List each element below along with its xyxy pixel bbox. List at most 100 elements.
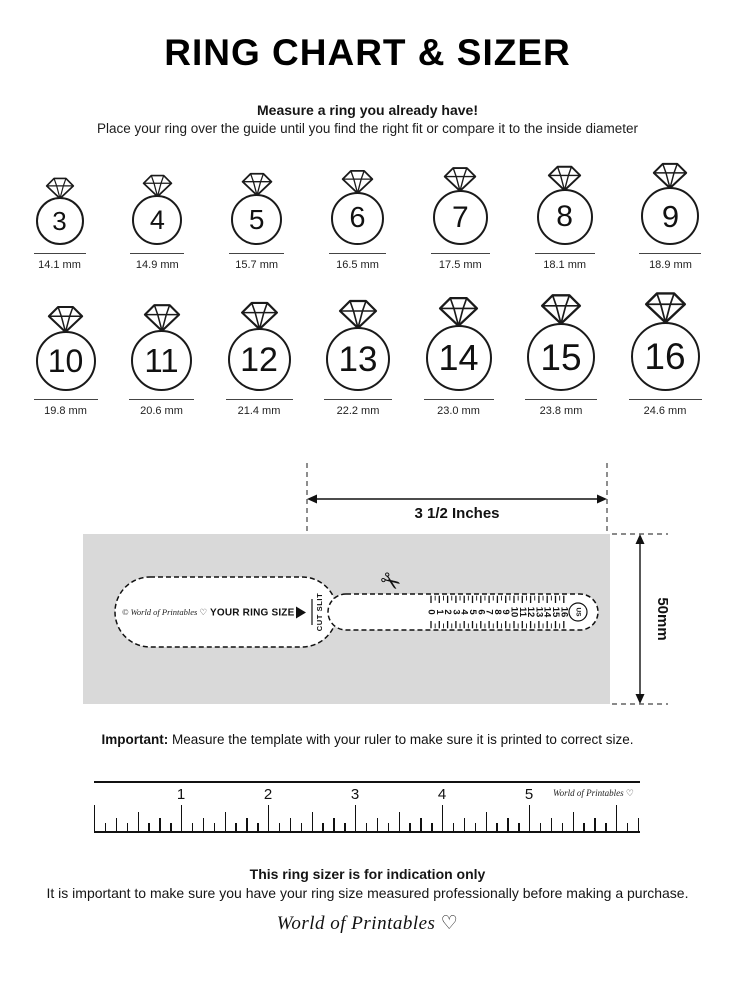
diameter-label: 23.0 mm: [437, 405, 480, 417]
ruler-tick: [594, 818, 596, 831]
diameter-line: [628, 399, 702, 400]
subtitle-bold: Measure a ring you already have!: [257, 102, 478, 118]
ruler-tick: [387, 823, 390, 831]
ring-band: 5: [231, 194, 283, 245]
ruler-tick: [398, 812, 400, 831]
important-label: Important:: [101, 732, 169, 747]
ruler-tick: [561, 823, 564, 831]
ruler-brand: World of Printables ♡: [553, 788, 634, 798]
ring-band: 16: [630, 322, 700, 391]
diameter-line: [129, 399, 194, 400]
ring-size-number: 5: [248, 203, 265, 235]
ruler-tick: [246, 818, 248, 831]
ruler-tick: [605, 823, 607, 831]
ruler-tick: [474, 823, 477, 831]
ruler-tick: [616, 805, 618, 831]
ruler-tick: [442, 805, 444, 831]
diamond-icon: [444, 167, 477, 192]
ruler-tick: [420, 818, 422, 831]
ruler-tick: [191, 823, 194, 831]
ring-band: 12: [227, 328, 291, 391]
diameter-line: [33, 399, 98, 400]
ruler-number: 4: [437, 786, 447, 803]
ring-size-14: 14 23.0 mm: [423, 296, 494, 417]
ruler-tick: [322, 823, 324, 831]
scale-number: 11: [517, 607, 528, 618]
ruler-tick: [376, 818, 379, 831]
height-dimension-label: 50mm: [654, 597, 671, 640]
sizer-brand-text: © World of Printables ♡: [122, 607, 207, 617]
us-circle: [568, 602, 588, 622]
height-dimension: 50mm: [612, 533, 671, 705]
diamond-icon: [143, 304, 180, 332]
ring-band: 10: [35, 331, 96, 391]
ruler-tick: [355, 805, 357, 831]
important-text: Measure the template with your ruler to …: [168, 732, 634, 747]
scale-number: 10: [509, 607, 520, 618]
diameter-label: 16.5 mm: [336, 259, 379, 271]
ruler-tick: [333, 818, 335, 831]
diameter-label: 17.5 mm: [438, 259, 482, 271]
diameter-label: 14.9 mm: [135, 259, 179, 271]
ruler-tick: [170, 823, 172, 831]
ruler-tick: [181, 805, 183, 831]
ring-sizer-diagram: 3 1/2 Inches 50mm CUT SLIT © World of Pr…: [0, 457, 735, 719]
scale-number: 0: [426, 609, 437, 614]
diamond-icon: [644, 292, 686, 324]
ring-size-number: 14: [438, 337, 479, 378]
diameter-label: 15.7 mm: [235, 259, 279, 271]
diamond-icon: [540, 294, 582, 325]
ruler-tick: [572, 812, 574, 831]
ring-size-number: 12: [240, 340, 278, 379]
ruler-tick: [104, 823, 107, 831]
ruler-tick: [583, 823, 585, 831]
footer-note: It is important to make sure you have yo…: [46, 885, 689, 901]
diameter-line: [525, 399, 597, 400]
ruler-tick: [365, 823, 368, 831]
diameter-label: 18.9 mm: [649, 259, 692, 271]
ruler-tick: [235, 823, 237, 831]
ring-size-5: 5 15.7 mm: [229, 172, 285, 271]
ruler-tick: [213, 823, 216, 831]
ring-size-number: 11: [144, 342, 179, 379]
pointer-icon: [296, 606, 306, 619]
ruler-tick: [463, 818, 466, 831]
scale-number: 13: [533, 607, 544, 618]
ruler-tick: [311, 812, 313, 831]
ring-size-number: 15: [540, 336, 582, 378]
ring-band: 9: [641, 187, 700, 245]
ring-size-number: 13: [338, 339, 378, 379]
scale-number: 15: [550, 607, 561, 618]
ruler-tick: [126, 823, 129, 831]
ring-band: 14: [425, 325, 492, 391]
diameter-line: [639, 253, 702, 254]
ruler-tick: [485, 812, 487, 831]
ring-size-number: 10: [47, 343, 84, 379]
scale-number: 8: [492, 609, 503, 614]
diamond-icon: [240, 301, 278, 331]
diameter-line: [324, 399, 392, 400]
your-ring-size-label: YOUR RING SIZE: [210, 608, 295, 619]
ring-size-11: 11 20.6 mm: [129, 303, 194, 417]
ruler-tick: [496, 823, 498, 831]
scale-number: 6: [475, 609, 486, 614]
diamond-icon: [47, 305, 84, 334]
ring-chart-page: RING CHART & SIZER Measure a ring you al…: [0, 32, 735, 935]
ring-band: 13: [326, 327, 390, 391]
sizer-graphic: 3 1/2 Inches 50mm CUT SLIT © World of Pr…: [83, 463, 671, 705]
ring-size-number: 9: [661, 198, 680, 234]
ruler-tick: [289, 818, 292, 831]
ruler-tick: [626, 823, 629, 831]
diameter-label: 19.8 mm: [44, 405, 87, 417]
diamond-icon: [241, 172, 272, 197]
ring-band: 3: [35, 197, 84, 245]
ruler-tick: [115, 818, 118, 831]
scale-number: 9: [500, 609, 511, 614]
important-note: Important: Measure the template with you…: [0, 732, 735, 747]
diameter-label: 20.6 mm: [140, 405, 183, 417]
